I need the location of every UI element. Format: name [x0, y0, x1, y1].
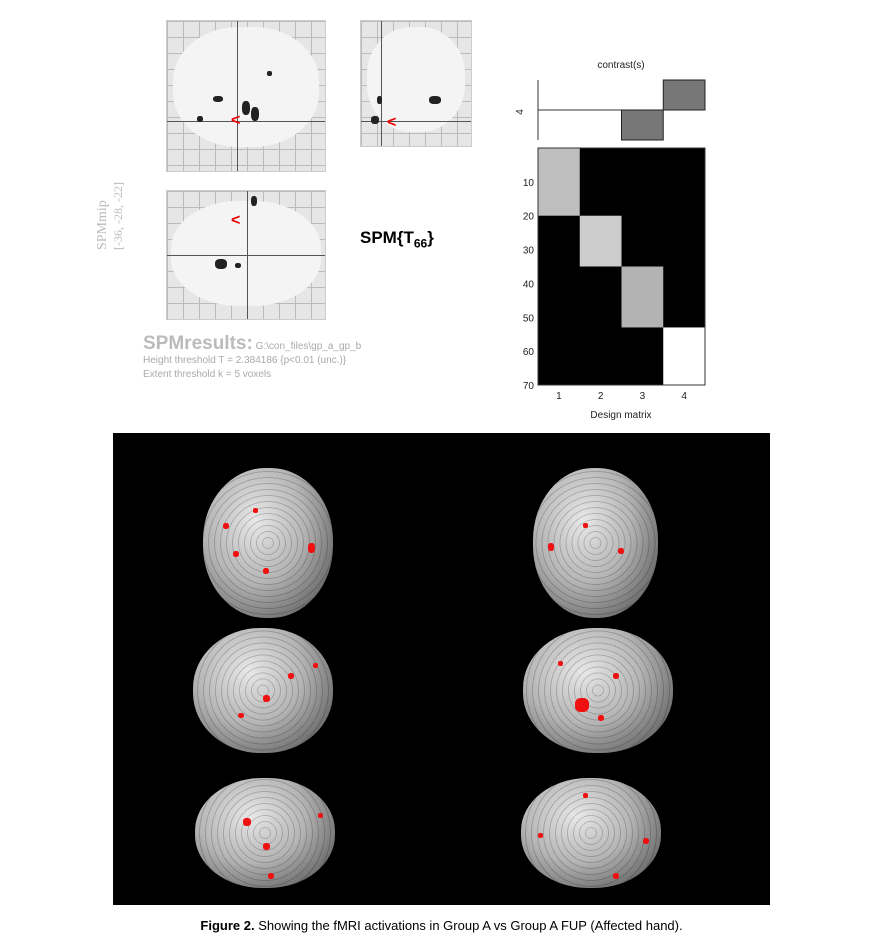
glass-brain-axial: < — [166, 190, 326, 320]
y-tick-label: 60 — [523, 347, 535, 358]
cursor-marker-icon: < — [231, 212, 241, 229]
stat-main: SPM{T — [360, 228, 414, 247]
design-matrix-block-3 — [621, 266, 664, 328]
stat-df: 66 — [413, 236, 428, 251]
brain-lateral-view-right — [523, 628, 673, 753]
cursor-marker-icon: < — [387, 114, 397, 131]
glass-brain-sagittal: < — [166, 20, 326, 172]
design-matrix-block-2 — [579, 215, 622, 267]
cursor-marker-icon: < — [231, 112, 241, 129]
design-matrix-block-1 — [538, 148, 580, 216]
design-matrix-chart: contrast(s) 4 10 20 30 40 50 60 70 1 2 3 4 Design … — [515, 60, 706, 421]
x-tick-label: 1 — [556, 391, 562, 402]
spm-results: SPMresults: G:\con_files\gp_a_gp_b Heigh… — [143, 334, 362, 382]
extent-threshold: Extent threshold k = 5 voxels — [143, 369, 272, 380]
caption-text: Showing the fMRI activations in Group A … — [254, 918, 683, 933]
results-path: G:\con_files\gp_a_gp_b — [255, 341, 362, 352]
design-matrix-block-4 — [663, 327, 705, 385]
figure-caption: Figure 2. Showing the fMRI activations i… — [0, 918, 883, 933]
stat-label: SPM{T66} — [360, 228, 434, 250]
contrast-bar-3 — [621, 109, 664, 141]
contrast-title: contrast(s) — [597, 60, 644, 71]
design-matrix-xlabel: Design matrix — [590, 410, 651, 421]
x-tick-label: 3 — [640, 391, 646, 402]
y-tick-label: 20 — [523, 212, 535, 223]
y-tick-label: 30 — [523, 246, 535, 257]
y-tick-label: 40 — [523, 279, 535, 290]
brain-inferior-view — [195, 778, 335, 888]
x-tick-label: 2 — [598, 391, 604, 402]
glass-brain-coronal: < — [360, 20, 472, 147]
height-threshold: Height threshold T = 2.384186 {p<0.01 (u… — [143, 355, 347, 366]
stat-close: } — [427, 228, 434, 247]
brain-posterior-view-left — [203, 468, 333, 618]
results-title: SPMresults: — [143, 333, 253, 354]
brain-render-panel — [113, 433, 770, 905]
brain-lateral-view-left — [193, 628, 333, 753]
brain-superior-view — [521, 778, 661, 888]
design-matrix-frame — [537, 147, 706, 386]
contrast-bar-4 — [662, 79, 706, 111]
y-tick-label: 50 — [523, 313, 535, 324]
x-tick-label: 4 — [681, 391, 687, 402]
contrast-ylabel: 4 — [515, 109, 526, 115]
caption-label: Figure 2. — [200, 918, 255, 933]
brain-posterior-view-right — [533, 468, 658, 618]
y-tick-label: 10 — [523, 178, 535, 189]
y-tick-label: 70 — [523, 381, 535, 392]
